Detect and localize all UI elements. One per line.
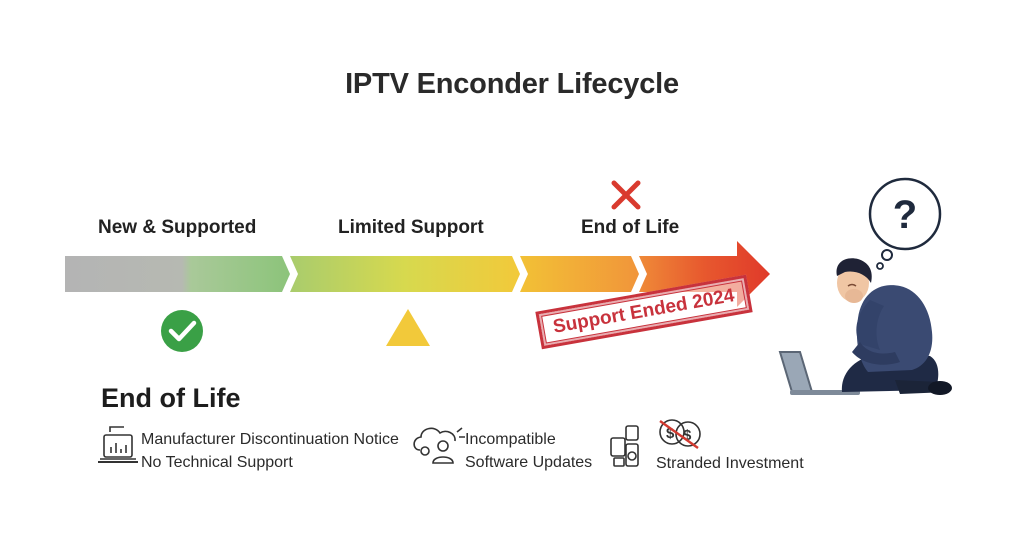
question-mark-icon: ? bbox=[868, 177, 942, 270]
check-icon bbox=[161, 310, 203, 352]
timeline-segment-new bbox=[65, 256, 290, 292]
item-line: Manufacturer Discontinuation Notice bbox=[141, 431, 399, 448]
item-line: Incompatible bbox=[465, 431, 556, 448]
laptop-chart-icon bbox=[98, 426, 138, 463]
svg-text:$: $ bbox=[683, 427, 692, 444]
section-title: End of Life bbox=[101, 383, 241, 413]
cloud-user-icon bbox=[413, 427, 465, 464]
page-title: IPTV Enconder Lifecycle bbox=[345, 68, 679, 100]
item-line: Stranded Investment bbox=[656, 455, 804, 472]
stage-label-new: New & Supported bbox=[98, 217, 257, 238]
stage-label-end-of-life: End of Life bbox=[581, 217, 680, 238]
timeline-segment-late bbox=[520, 256, 639, 292]
item-line: Software Updates bbox=[465, 454, 593, 471]
stage-label-limited: Limited Support bbox=[338, 217, 484, 238]
item-stranded-text: Stranded Investment bbox=[656, 452, 804, 475]
timeline-segment-limited bbox=[290, 256, 520, 292]
item-incompatible-text: Incompatible Software Updates bbox=[465, 428, 592, 474]
x-icon bbox=[611, 180, 641, 210]
warning-triangle-icon bbox=[386, 309, 430, 346]
svg-text:$: $ bbox=[666, 425, 675, 442]
item-line: No Technical Support bbox=[141, 454, 293, 471]
stacked-devices-no-money-icon: $ $ bbox=[610, 419, 701, 467]
worried-person-illustration bbox=[778, 258, 952, 395]
svg-text:?: ? bbox=[893, 193, 917, 237]
item-discontinuation-text: Manufacturer Discontinuation Notice No T… bbox=[141, 428, 399, 474]
